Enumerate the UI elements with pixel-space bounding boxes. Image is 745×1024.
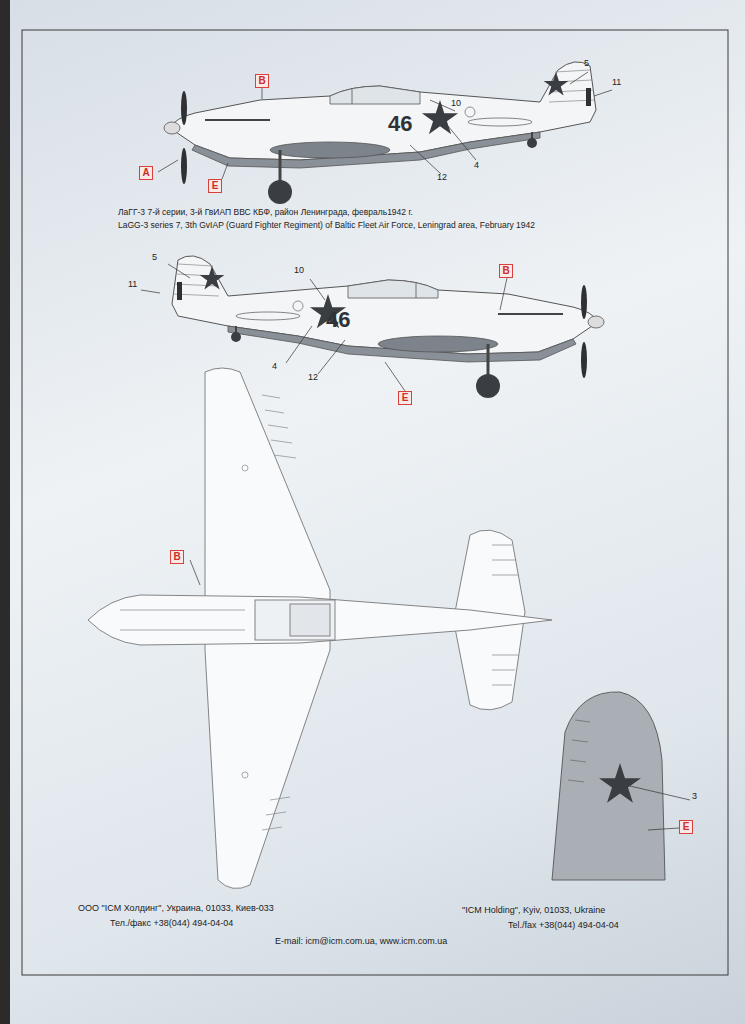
callout-letter-box: B	[170, 550, 184, 564]
callout-number: 10	[294, 266, 304, 276]
caption-text: ЛаГГ-3 7-й серии, 3-й ГвИАП ВВС КБФ, рай…	[118, 208, 413, 217]
callout-letter-box: E	[679, 820, 693, 834]
caption-text: LaGG-3 series 7, 3th GvIAP (Guard Fighte…	[118, 221, 535, 230]
callout-number: 5	[584, 59, 589, 69]
callout-letter: A	[140, 167, 152, 179]
callout-number: 4	[474, 161, 479, 171]
callout-letter: B	[171, 551, 183, 563]
callout-letter-box: B	[499, 264, 513, 278]
callout-letter-box: E	[398, 391, 412, 405]
callout-number: 10	[451, 99, 461, 109]
footer-text: Тел./факс +38(044) 494-04-04	[110, 919, 233, 929]
footer-text: E-mail: icm@icm.com.ua, www.icm.com.ua	[275, 937, 447, 947]
footer-text: Tel./fax +38(044) 494-04-04	[508, 921, 619, 931]
callout-letter-box: B	[255, 74, 269, 88]
callout-letter: B	[500, 265, 512, 277]
footer-text: "ICM Holding", Kyiv, 01033, Ukraine	[462, 906, 605, 916]
footer-text: ООО "ICM Холдинг", Украина, 01033, Киев-…	[78, 904, 274, 914]
callout-letter: E	[399, 392, 411, 404]
callout-letter-box: A	[139, 166, 153, 180]
callout-letter: E	[680, 821, 692, 833]
callout-number: 11	[128, 280, 137, 290]
callout-letter-box: E	[208, 179, 222, 193]
callout-number: 12	[437, 173, 447, 183]
callout-letter: E	[209, 180, 221, 192]
aircraft-number: 46	[326, 308, 350, 332]
callout-number: 3	[692, 792, 697, 802]
aircraft-number: 46	[388, 112, 412, 136]
callout-number: 12	[308, 373, 318, 383]
callout-letter: B	[256, 75, 268, 87]
callout-number: 11	[612, 78, 621, 88]
callout-number: 5	[152, 253, 157, 263]
callout-number: 4	[272, 362, 277, 372]
